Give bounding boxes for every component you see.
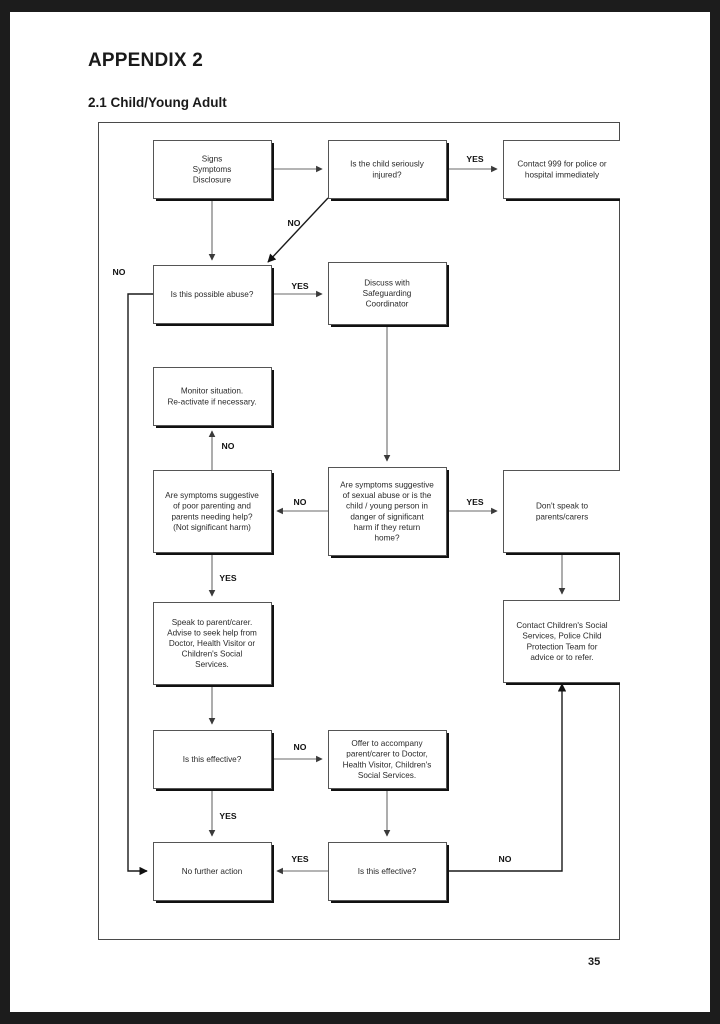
edge-label-sexabuse-yes: YES	[466, 497, 483, 507]
node-box	[503, 140, 620, 199]
flow-node-nofurther: No further action	[153, 842, 274, 903]
node-box	[328, 140, 447, 199]
flowchart-edges	[127, 165, 567, 876]
node-box	[153, 470, 272, 553]
page-subtitle: 2.1 Child/Young Adult	[88, 95, 227, 110]
node-label: Is this possible abuse?	[171, 290, 254, 299]
edge-label-poorparent-yes: YES	[219, 573, 236, 583]
edge-label-monitor-no: NO	[222, 441, 235, 451]
node-box	[328, 842, 447, 901]
node-box	[153, 730, 272, 789]
flow-node-effective2: Is this effective?	[328, 842, 449, 903]
node-label: Is this effective?	[183, 755, 242, 764]
flow-node-effective1: Is this effective?	[153, 730, 274, 791]
node-box	[153, 265, 272, 324]
node-box	[153, 367, 272, 426]
page-title: APPENDIX 2	[88, 50, 203, 71]
edge-label-injured-no: NO	[288, 218, 301, 228]
edge-label-effective2-no: NO	[499, 854, 512, 864]
edge-label-sexabuse-no: NO	[294, 497, 307, 507]
node-box	[153, 140, 272, 199]
node-box	[503, 600, 620, 683]
flow-node-abuse: Is this possible abuse?	[153, 265, 274, 326]
node-box	[328, 262, 447, 325]
flow-node-speakparent: Speak to parent/carer.Advise to seek hel…	[153, 602, 274, 687]
flowchart-edge-labels: YES NO YES NO NO NO YES YES NO YES YES NO	[113, 154, 512, 864]
edge-label-abuse-no: NO	[113, 267, 126, 277]
node-label: Is this effective?	[358, 867, 417, 876]
edge-label-effective1-no: NO	[294, 742, 307, 752]
node-label: Monitor situation.Re-activate if necessa…	[167, 387, 256, 407]
node-box	[153, 602, 272, 685]
edge-label-effective1-yes: YES	[219, 811, 236, 821]
node-label: No further action	[182, 867, 243, 876]
flow-node-monitor: Monitor situation.Re-activate if necessa…	[153, 367, 274, 428]
node-box	[503, 470, 620, 553]
edge-label-injured-yes: YES	[466, 154, 483, 164]
paper-sheet: APPENDIX 2 2.1 Child/Young Adult 35	[10, 12, 710, 1012]
edge-label-abuse-yes: YES	[291, 281, 308, 291]
node-box	[153, 842, 272, 901]
node-box	[328, 467, 447, 556]
node-box	[328, 730, 447, 789]
edge-label-effective2-yes: YES	[291, 854, 308, 864]
node-label: Speak to parent/carer.Advise to seek hel…	[167, 618, 257, 669]
page-number: 35	[588, 956, 601, 968]
